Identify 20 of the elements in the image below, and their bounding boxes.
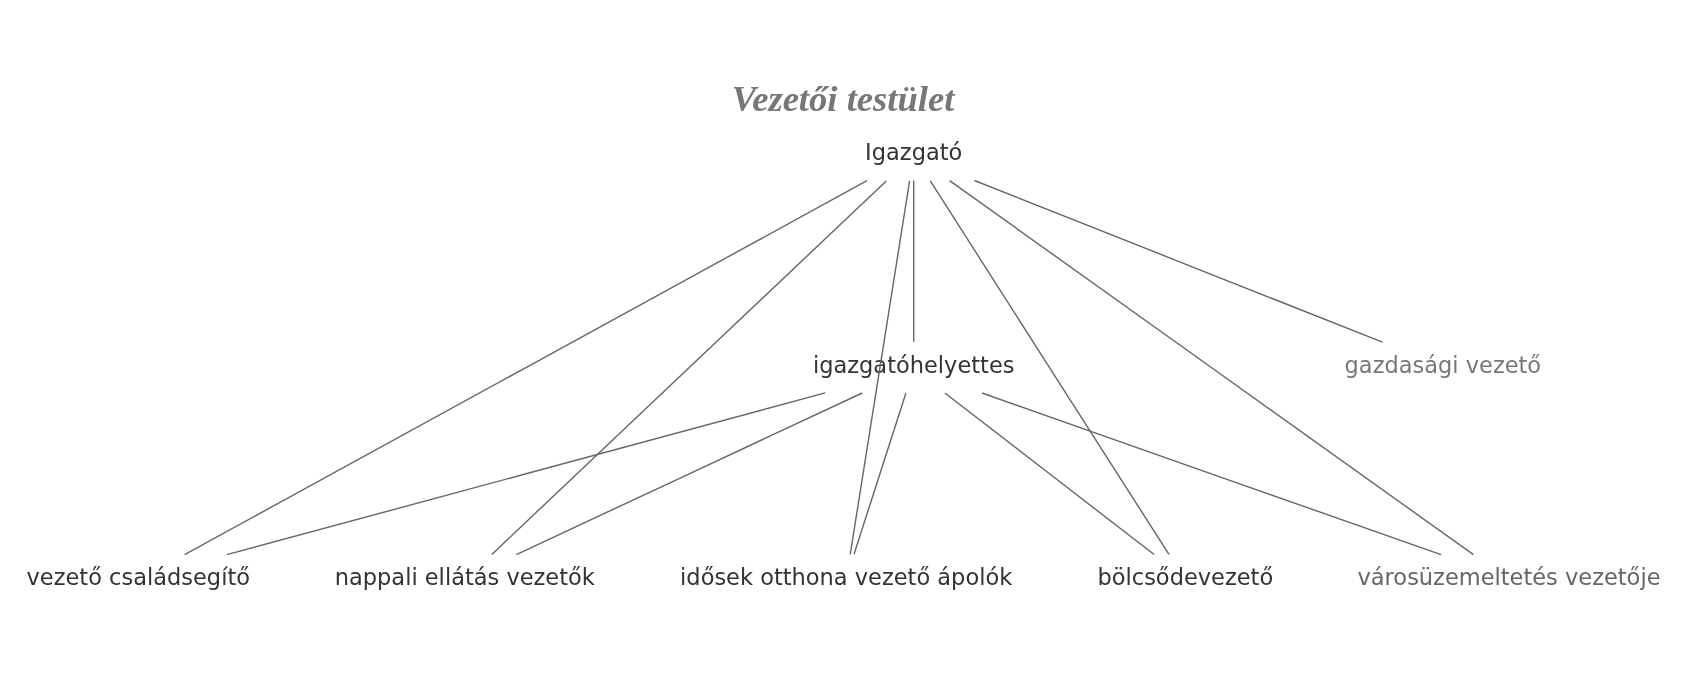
node-text: Igazgató (865, 139, 963, 166)
node-text: bölcsődevezető (1097, 564, 1274, 591)
connector (948, 179, 1475, 556)
connector (913, 179, 915, 343)
connector (491, 180, 888, 556)
connector (226, 392, 826, 556)
connector (929, 180, 1170, 556)
node-text: városüzemeltetés vezetője (1357, 564, 1661, 591)
node-text: vezető családsegítő (26, 564, 251, 591)
connector (944, 392, 1155, 556)
connector (853, 392, 907, 555)
connector (849, 180, 911, 556)
connector (515, 392, 863, 556)
connector (981, 392, 1442, 556)
node-text: gazdasági vezető (1344, 351, 1542, 378)
connector (973, 179, 1384, 343)
node-text: nappali ellátás vezetők (334, 564, 595, 591)
node-text: idősek otthona vezető ápolók (680, 564, 1013, 591)
diagram-title: Vezetői testület (731, 78, 955, 120)
connector (183, 179, 868, 556)
